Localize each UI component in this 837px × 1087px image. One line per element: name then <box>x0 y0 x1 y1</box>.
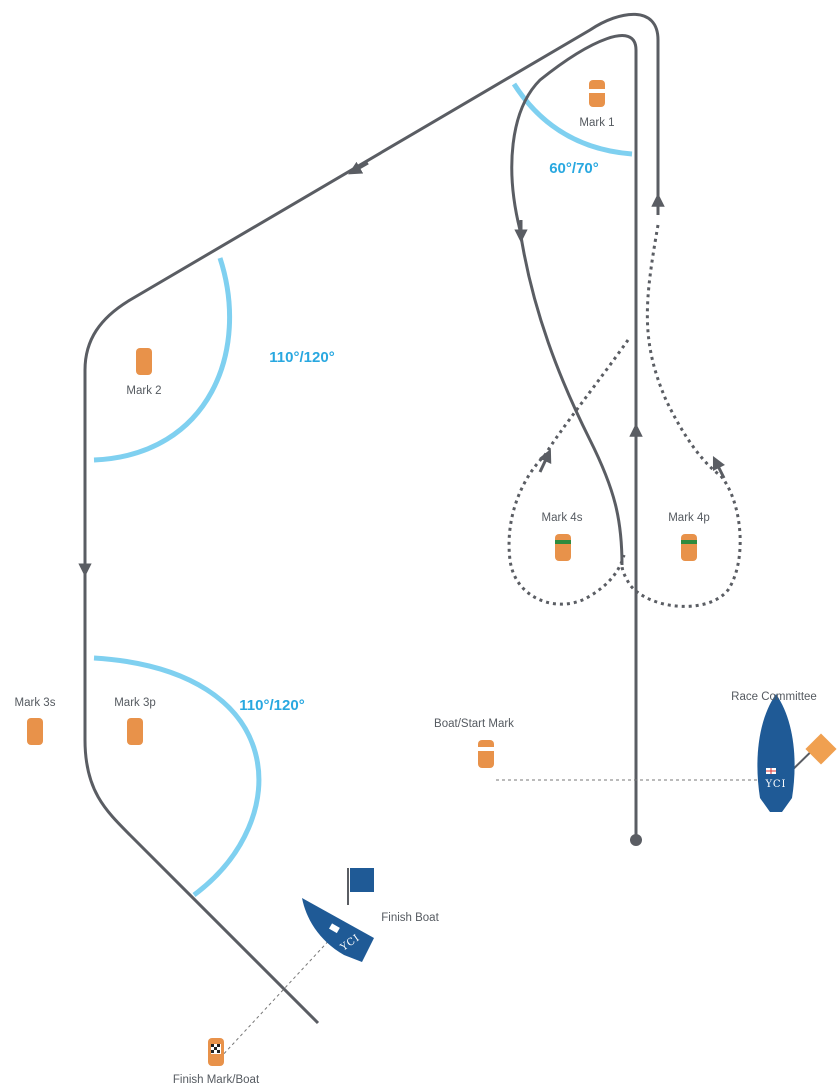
start-mark-buoy <box>478 740 494 768</box>
course-line-main <box>510 34 638 840</box>
race-committee-label: Race Committee <box>731 691 817 703</box>
mark4p-label: Mark 4p <box>668 512 710 524</box>
mark2-zone-arc <box>93 257 233 463</box>
race-committee-boat: YCI <box>757 694 837 812</box>
course-line-outer <box>83 12 660 1025</box>
loop-arrow-4s <box>538 448 552 473</box>
start-line-dot <box>630 834 642 846</box>
mark4s-label: Mark 4s <box>542 512 583 524</box>
mark3-angle-label: 110°/120° <box>239 697 304 714</box>
mark3p-buoy <box>127 718 143 745</box>
finish-flag <box>350 868 374 892</box>
mark3p-label: Mark 3p <box>114 697 156 709</box>
finish-boat: YCI <box>302 868 374 962</box>
mark4p-loop <box>620 224 742 608</box>
mark2-buoy <box>136 348 152 375</box>
mark4s-loop <box>507 339 630 606</box>
start-mark-label: Boat/Start Mark <box>434 718 514 730</box>
mark1-label: Mark 1 <box>579 117 614 129</box>
finish-mark-buoy <box>208 1038 224 1066</box>
mark2-label: Mark 2 <box>126 385 161 397</box>
finish-boat-label: Finish Boat <box>381 912 439 924</box>
mark4p-buoy <box>681 534 697 561</box>
mark4s-buoy <box>555 534 571 561</box>
race-committee-hull-text: YCI <box>764 779 786 790</box>
mark3-zone-arc <box>93 655 262 898</box>
loop-arrow-4p <box>712 455 726 479</box>
mark3s-label: Mark 3s <box>15 697 56 709</box>
mark3s-buoy <box>27 718 43 745</box>
mark1-zone-arc <box>511 82 633 157</box>
mark1-buoy <box>589 80 605 107</box>
finish-line <box>219 934 335 1059</box>
course-arrow-3 <box>348 161 369 175</box>
mark1-angle-label: 60°/70° <box>549 160 599 177</box>
finish-mark-label: Finish Mark/Boat <box>173 1074 260 1086</box>
mark2-angle-label: 110°/120° <box>269 349 334 366</box>
